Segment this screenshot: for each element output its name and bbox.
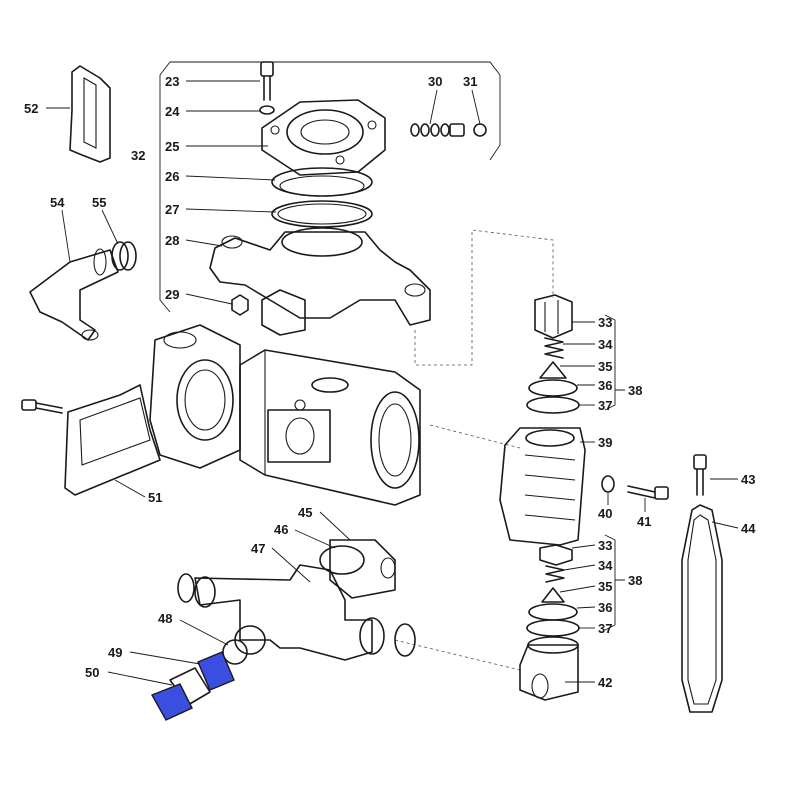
part-46-nut xyxy=(319,545,365,575)
callout-34b: 34 xyxy=(598,558,613,573)
leaders-33b-37b xyxy=(559,544,596,629)
leader-54 xyxy=(61,209,71,263)
callout-45: 45 xyxy=(298,505,312,520)
leaders-45-50 xyxy=(107,511,351,686)
callout-44: 44 xyxy=(741,521,756,536)
callout-27: 27 xyxy=(165,202,179,217)
callout-49: 49 xyxy=(108,645,122,660)
part-45-fitting xyxy=(329,539,396,599)
callout-36a: 36 xyxy=(598,378,612,393)
part-50-connector xyxy=(150,667,211,721)
part-24-washer xyxy=(259,105,275,115)
part-23-bolt xyxy=(260,61,274,101)
part-42-elbow xyxy=(519,636,579,701)
callout-43: 43 xyxy=(741,472,755,487)
callout-37b: 37 xyxy=(598,621,612,636)
callout-47: 47 xyxy=(251,541,265,556)
callout-37a: 37 xyxy=(598,398,612,413)
group-38a-bracket xyxy=(604,314,625,411)
part-47-tee xyxy=(194,564,385,661)
part-33b-valve-cap xyxy=(539,544,573,566)
leader-44 xyxy=(711,521,739,529)
callout-51: 51 xyxy=(148,490,162,505)
callout-24: 24 xyxy=(165,104,180,119)
callout-33b: 33 xyxy=(598,538,612,553)
part-34a-spring xyxy=(544,337,564,359)
callout-35a: 35 xyxy=(598,359,612,374)
callout-25: 25 xyxy=(165,139,179,154)
tee-orings xyxy=(177,573,416,657)
group-38b-bracket xyxy=(604,534,625,631)
part-37b-oring xyxy=(526,619,580,637)
callout-50: 50 xyxy=(85,665,99,680)
dash-head-to-valve xyxy=(414,229,554,366)
callout-46: 46 xyxy=(274,522,288,537)
part-30-valve-stack xyxy=(410,123,465,137)
part-51-bracket xyxy=(21,384,161,496)
leader-55 xyxy=(101,209,119,245)
part-44-loop xyxy=(681,504,723,713)
dash-tee-to-elbow xyxy=(394,639,521,671)
group-32-frame xyxy=(170,61,501,161)
part-29-nut xyxy=(231,294,249,316)
group-32-bracket xyxy=(159,61,171,313)
leaders-33a-37a xyxy=(560,321,595,406)
part-36b-seat xyxy=(528,603,578,621)
callout-34a: 34 xyxy=(598,337,613,352)
part-54-elbow xyxy=(29,248,119,341)
callout-48: 48 xyxy=(158,611,172,626)
callout-42: 42 xyxy=(598,675,612,690)
part-39-valve-housing xyxy=(499,427,586,546)
callout-23: 23 xyxy=(165,74,179,89)
part-35a-valve xyxy=(539,361,567,379)
callout-29: 29 xyxy=(165,287,179,302)
callout-38b: 38 xyxy=(628,573,642,588)
callout-26: 26 xyxy=(165,169,179,184)
callout-39: 39 xyxy=(598,435,612,450)
part-43-bolt xyxy=(693,454,707,496)
part-52-clip xyxy=(69,65,111,163)
callout-28: 28 xyxy=(165,233,179,248)
part-25-head-cover xyxy=(261,99,386,176)
part-28-head-base xyxy=(209,227,431,336)
callout-54: 54 xyxy=(50,195,65,210)
callout-52: 52 xyxy=(24,101,38,116)
callout-40: 40 xyxy=(598,506,612,521)
part-48-oring xyxy=(222,639,248,665)
callout-55: 55 xyxy=(92,195,106,210)
callout-35b: 35 xyxy=(598,579,612,594)
leader-51 xyxy=(114,479,146,498)
pump-body xyxy=(149,324,421,506)
leaders-upper xyxy=(185,80,481,305)
part-49-nipple xyxy=(197,651,235,691)
part-34b-spring xyxy=(545,565,565,583)
part-41-bolt xyxy=(627,485,669,500)
callout-41: 41 xyxy=(637,514,651,529)
part-31-oring xyxy=(473,123,487,137)
part-37a-oring xyxy=(526,396,580,414)
part-35b-valve xyxy=(541,587,565,603)
callout-33a: 33 xyxy=(598,315,612,330)
callout-36b: 36 xyxy=(598,600,612,615)
callout-38a: 38 xyxy=(628,383,642,398)
callout-30: 30 xyxy=(428,74,442,89)
part-27-ring xyxy=(271,200,373,228)
part-26-diaphragm xyxy=(271,167,373,197)
callout-32: 32 xyxy=(131,148,145,163)
part-40-washer xyxy=(601,475,615,493)
callout-31: 31 xyxy=(463,74,477,89)
part-55-orings xyxy=(111,241,137,271)
part-36a-seat xyxy=(528,379,578,397)
part-33a-valve-cap xyxy=(534,294,573,339)
dash-body-to-elbow xyxy=(429,424,521,449)
